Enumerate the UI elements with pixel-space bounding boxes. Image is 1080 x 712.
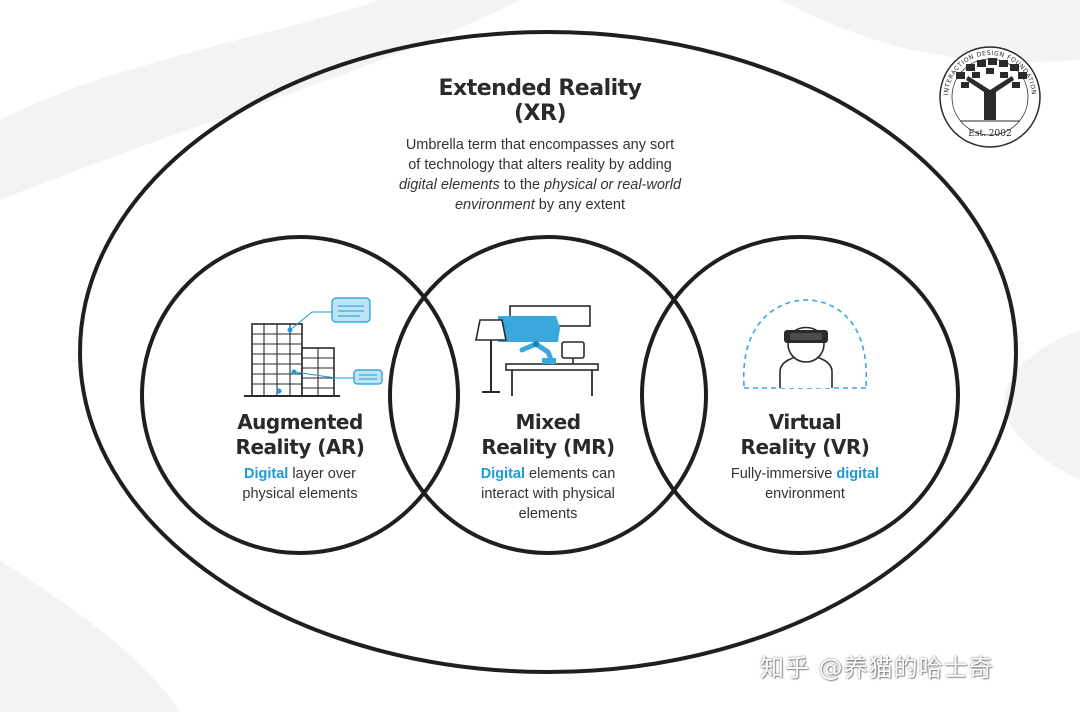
mr-title: Mixed Reality (MR) [448, 410, 648, 460]
vr-desc-line2: environment [765, 486, 845, 502]
vr-headset-person-icon [743, 299, 867, 389]
mr-title-line2: Reality (MR) [481, 435, 615, 459]
xr-desc-line3: digital elements to the physical or real… [380, 175, 700, 195]
vr-desc-line1: Fully-immersive digital [705, 464, 905, 484]
building-icon [244, 323, 340, 397]
vr-title-line1: Virtual [768, 410, 842, 434]
xr-desc-mid: to the [499, 177, 545, 193]
xr-desc-rest: by any extent [534, 197, 626, 213]
idf-logo-icon: INTERACTION DESIGN FOUNDATION Est. 2002 [939, 46, 1041, 148]
ar-description: Digital layer over physical elements [200, 464, 400, 504]
ar-circle [140, 235, 460, 555]
vr-description: Fully-immersive digital environment [705, 464, 905, 504]
xr-desc-em-physical: physical or real-world [544, 177, 682, 193]
vr-desc-rest1: Fully-immersive [730, 466, 837, 482]
xr-title-line1: Extended Reality [438, 76, 642, 101]
mr-desc-rest1: elements can [525, 466, 616, 482]
mr-circle [388, 235, 708, 555]
mr-title-line1: Mixed [515, 410, 581, 434]
zhihu-watermark: 知乎 @养猫的哈士奇 [760, 654, 994, 682]
ar-desc-accent: Digital [243, 466, 289, 482]
mr-desc-line1: Digital elements can [448, 464, 648, 484]
mr-desc-accent: Digital [480, 466, 526, 482]
vr-circle [640, 235, 960, 555]
xr-desc-line2: of technology that alters reality by add… [408, 157, 672, 173]
xr-desc-em-environment: environment [454, 197, 535, 213]
xr-desc-em-digital: digital elements [398, 177, 500, 193]
xr-ellipse [78, 30, 1018, 674]
ar-desc-rest1: layer over [288, 466, 356, 482]
ar-digital-overlay-icon [276, 297, 383, 394]
xr-title: Extended Reality (XR) [340, 76, 740, 126]
vr-title-line2: Reality (VR) [740, 435, 870, 459]
ar-desc-line2: physical elements [242, 486, 358, 502]
ar-title-line2: Reality (AR) [235, 435, 365, 459]
xr-title-line2: (XR) [513, 101, 567, 126]
ar-desc-line1: Digital layer over [200, 464, 400, 484]
logo-est-text: Est. 2002 [968, 129, 1011, 139]
ar-title-line1: Augmented [237, 410, 363, 434]
desk-robot-icon [475, 305, 599, 396]
xr-description: Umbrella term that encompasses any sort … [380, 135, 700, 215]
xr-desc-line1: Umbrella term that encompasses any sort [405, 137, 675, 153]
vr-desc-accent: digital [836, 466, 880, 482]
ar-title: Augmented Reality (AR) [200, 410, 400, 460]
mr-description: Digital elements can interact with physi… [448, 464, 648, 524]
vr-title: Virtual Reality (VR) [705, 410, 905, 460]
mr-desc-line3: elements [518, 506, 578, 522]
mr-desc-line2: interact with physical [481, 486, 615, 502]
xr-desc-line4: environment by any extent [380, 195, 700, 215]
